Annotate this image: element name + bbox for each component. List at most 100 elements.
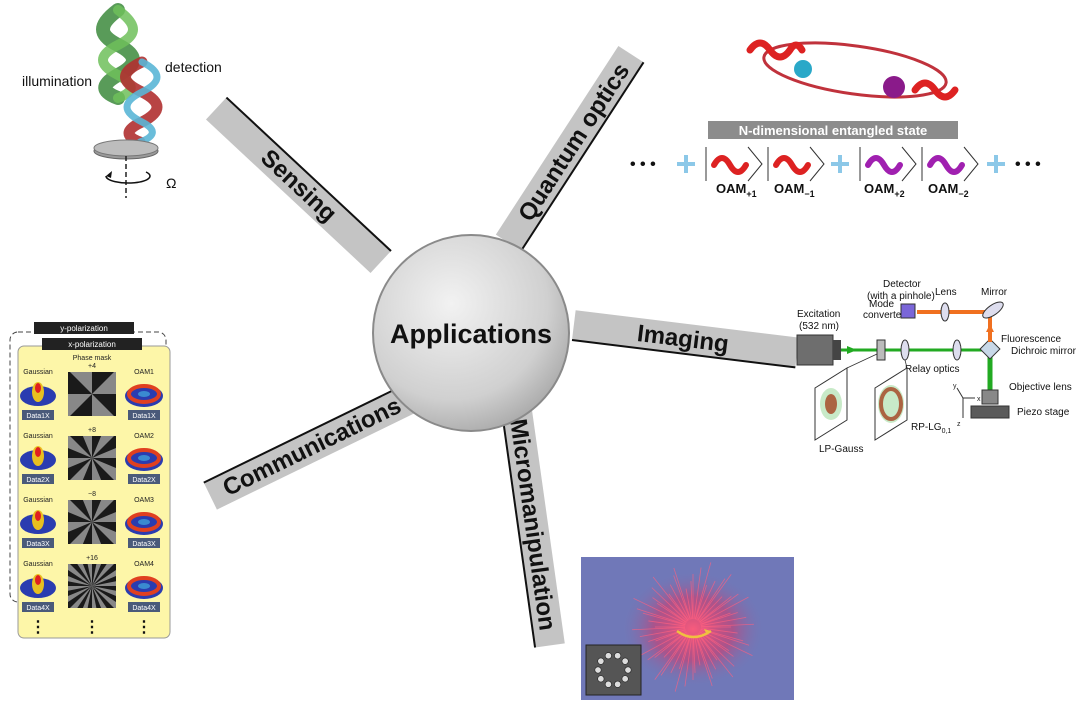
laser-source: [796, 334, 841, 366]
objective-label: Objective lens: [1009, 382, 1072, 393]
detector-label: Detector: [883, 279, 921, 290]
gaussian-label: Gaussian: [23, 369, 53, 376]
piezo-label: Piezo stage: [1017, 407, 1070, 418]
oam-ket-3: [859, 146, 917, 182]
axis-z-label: z: [957, 421, 961, 428]
continuation-dots: ⋮: [84, 619, 100, 636]
oam-ket-1: [705, 146, 763, 182]
fluorescence-label: Fluorescence: [1001, 334, 1061, 345]
detection-lens: [940, 302, 950, 322]
dichroic-label: Dichroic mirror: [1011, 346, 1077, 357]
trapped-particle: [614, 680, 622, 688]
arm-label-imaging: Imaging: [636, 320, 731, 358]
xyz-axes-icon: [956, 387, 975, 418]
trap-glow: [621, 571, 765, 687]
data-channel-label: Data4X: [132, 605, 156, 612]
rotation-arrow-icon: [105, 171, 151, 184]
excitation-label: Excitation: [797, 309, 840, 320]
data-channel-label: Data1X: [26, 413, 50, 420]
photon-purple: [883, 76, 905, 98]
relay-lens: [900, 339, 910, 361]
trapped-particle: [621, 675, 629, 683]
lp-gauss-label: LP-Gauss: [819, 444, 863, 455]
entanglement-orbit: [762, 41, 948, 99]
trapped-particle: [594, 666, 602, 674]
arm-label-sensing: Sensing: [255, 144, 342, 227]
arm-label-micromanipulation: Micromanipulation: [504, 417, 560, 632]
topological-charge: +16: [86, 555, 98, 562]
gaussian-label: Gaussian: [23, 497, 53, 504]
arm-communications: Communications: [203, 383, 420, 510]
topological-charge: +8: [88, 427, 96, 434]
scatter-rays: [632, 562, 754, 692]
oam-ket-2: [767, 146, 825, 182]
lp-gauss-profile: [814, 367, 848, 441]
mode-label: Mode: [869, 299, 894, 310]
gaussian-label: Gaussian: [23, 561, 53, 568]
axis-x-label: x: [977, 396, 981, 403]
continuation-dots: ⋮: [136, 619, 152, 636]
arm-label-communications: Communications: [219, 392, 406, 502]
detector: [900, 303, 916, 319]
lens-label: Lens: [935, 287, 957, 298]
optical-trap-illustration: [585, 562, 765, 696]
data-channel-label: Data2X: [132, 477, 156, 484]
oam-label-2: OAM: [774, 181, 804, 196]
rp-lg-label: RP-LG: [911, 422, 942, 433]
relay-label: Relay optics: [905, 364, 959, 375]
phase-mask-label: Phase mask: [73, 355, 112, 362]
oam-label-1: OAM: [716, 181, 746, 196]
piezo-stage: [970, 405, 1010, 419]
trap-ring: [594, 652, 632, 688]
arm-micromanipulation: Micromanipulation: [499, 393, 565, 648]
trapped-particle: [614, 652, 622, 660]
trapped-particle: [597, 675, 605, 683]
oam-mode-label: OAM2: [134, 433, 154, 440]
trapped-particle: [624, 666, 632, 674]
oam-label-4: OAM: [928, 181, 958, 196]
oam-label-3: OAM: [864, 181, 894, 196]
trapped-particle: [604, 652, 612, 660]
gaussian-label: Gaussian: [23, 433, 53, 440]
data-channel-label: Data1X: [132, 413, 156, 420]
pinhole-label: (with a pinhole): [867, 291, 935, 302]
trapped-particle: [621, 657, 629, 665]
axis-y-label: y: [953, 383, 957, 390]
rp-lg-profile: [874, 367, 908, 441]
svg-text:OAM+1: OAM+1: [716, 181, 757, 199]
topological-charge: +4: [88, 363, 96, 370]
hub: Applications: [372, 234, 570, 432]
hub-label: Applications: [390, 319, 552, 349]
entangled-state-banner: [708, 121, 958, 139]
relay-lens: [952, 339, 962, 361]
omega-label: Ω: [166, 175, 176, 191]
plus-icon: [831, 155, 849, 173]
arm-imaging: Imaging: [571, 310, 799, 369]
svg-text:OAM+2: OAM+2: [864, 181, 905, 199]
y-pol-label: y-polarization: [60, 324, 108, 333]
oam-mode-label: OAM1: [134, 369, 154, 376]
data-channel-label: Data4X: [26, 605, 50, 612]
svg-text:OAM−1: OAM−1: [774, 181, 815, 199]
ring-inset: [585, 644, 642, 696]
arm-label-quantum-optics: Quantum optics: [513, 59, 635, 227]
svg-text:OAM−2: OAM−2: [928, 181, 969, 199]
oam-mode-label: OAM3: [134, 497, 154, 504]
data-channel-label: Data3X: [26, 541, 50, 548]
topological-charge: −8: [88, 491, 96, 498]
wavelength-label: (532 nm): [799, 321, 839, 332]
trapped-particle: [604, 680, 612, 688]
objective-lens: [981, 389, 999, 405]
mirror-label: Mirror: [981, 287, 1008, 298]
data-channel-label: Data3X: [132, 541, 156, 548]
detection-beam: [120, 56, 163, 148]
oam-ket-4: [921, 146, 979, 182]
trapped-particle: [597, 657, 605, 665]
communications-panel: y-polarization x-polarization Phase mask…: [6, 318, 176, 640]
illumination-label: illumination: [22, 73, 92, 89]
dots-right: • • •: [1015, 156, 1041, 173]
imaging-setup: Excitation (532 nm) Mode converter Relay…: [796, 279, 1077, 455]
arm-quantum-optics: Quantum optics: [495, 45, 645, 252]
communications-illustration: y-polarization x-polarization Phase mask…: [9, 322, 171, 639]
